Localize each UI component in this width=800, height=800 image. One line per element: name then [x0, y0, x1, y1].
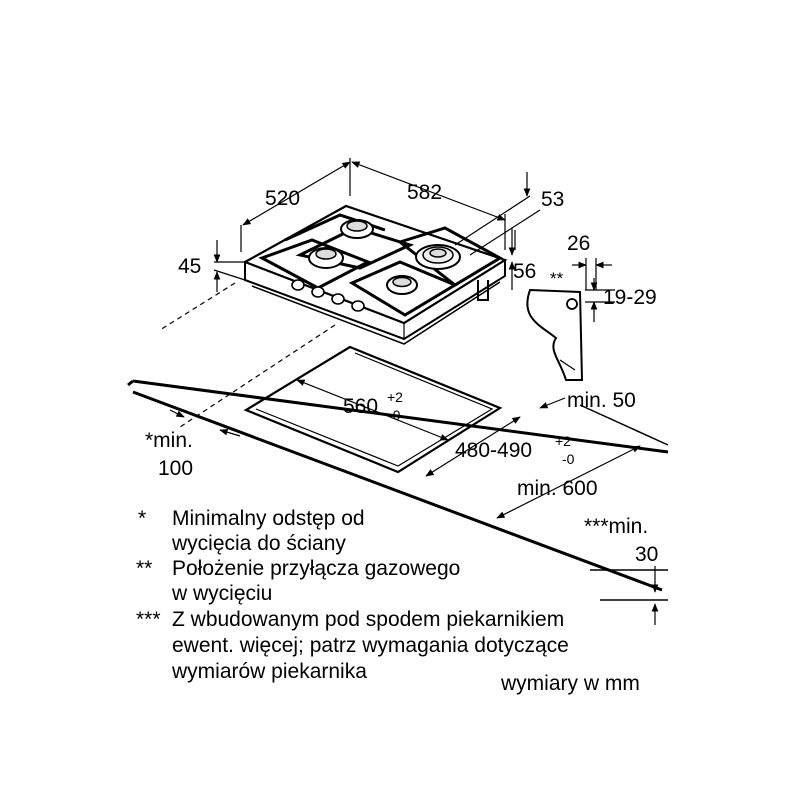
- burner-back-left: [340, 219, 374, 239]
- dim-width-label: 520: [265, 187, 300, 210]
- note-1-line-1: Minimalny odstęp od: [172, 507, 365, 530]
- cutout-width-tol-bottom: -0: [388, 407, 401, 423]
- note-3-marker: ***: [136, 608, 161, 631]
- burner-front-right: [386, 275, 418, 295]
- cutout-width-label: 560: [343, 395, 378, 418]
- cutout-depth-label: 480-490: [455, 439, 532, 462]
- cutout-width-tol-top: +2: [387, 389, 403, 405]
- dim-56-label: 56: [513, 260, 536, 283]
- cutout-width-value: 560: [343, 395, 378, 418]
- note-3-line-2: ewent. więcej; patrz wymagania dotyczące: [172, 634, 569, 657]
- note-3-line-3: wymiarów piekarnika: [172, 660, 367, 683]
- note-2-marker: **: [136, 557, 153, 580]
- dim-length-label: 582: [407, 181, 442, 204]
- min-100-label-b: 100: [158, 457, 193, 480]
- note-2-line-1: Położenie przyłącza gazowego: [172, 557, 461, 580]
- min-50-label: min. 50: [567, 389, 636, 412]
- min-600-label: min. 600: [517, 477, 598, 500]
- min-30-label-a: ***min.: [584, 515, 648, 538]
- dimension-lines: [169, 158, 659, 625]
- gas-connection-marker: **: [550, 269, 564, 288]
- gas-hob: [242, 204, 508, 345]
- note-1-marker: *: [138, 507, 147, 530]
- cutout-depth-value: 480-490: [455, 439, 532, 462]
- control-knobs: [291, 279, 365, 312]
- dim-19-29-label: 19-29: [603, 286, 657, 309]
- alignment-dashes: [159, 282, 336, 428]
- dim-26-label: 26: [567, 232, 590, 255]
- cutout-depth-tol-bottom: -0: [562, 451, 575, 467]
- min-100-label-a: *min.: [145, 429, 193, 452]
- note-3-line-1: Z wbudowanym pod spodem piekarnikiem: [172, 608, 565, 631]
- min-30-label-b: 30: [635, 543, 658, 566]
- dim-53-label: 53: [541, 188, 564, 211]
- dim-45-label: 45: [178, 255, 201, 278]
- note-2-line-2: w wycięciu: [172, 582, 273, 605]
- burner-front-left: [308, 247, 344, 269]
- units-note: wymiary w mm: [501, 672, 640, 695]
- note-1-line-2: wycięcia do ściany: [172, 532, 346, 555]
- side-profile-detail: [526, 258, 615, 381]
- cutout-depth-tol-top: +2: [555, 433, 571, 449]
- burner-wok: [415, 244, 461, 270]
